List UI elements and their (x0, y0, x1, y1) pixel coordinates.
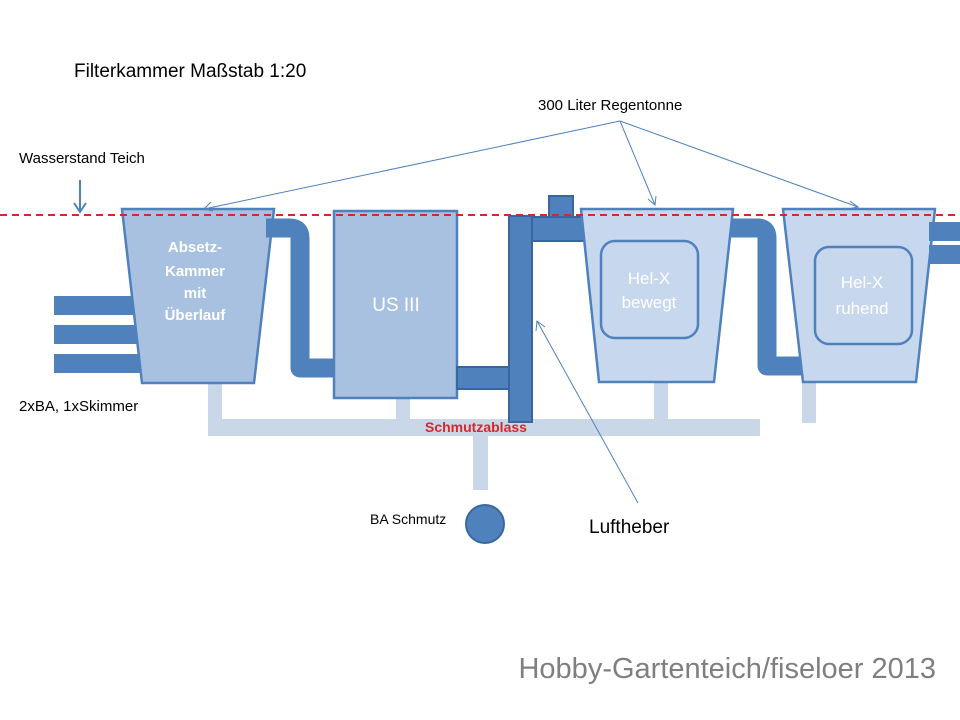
helx-resting-label: Hel-X ruhend (836, 273, 889, 318)
airlift-cap (548, 195, 574, 218)
water-level-arrow-icon (73, 180, 87, 214)
helx-resting-label-line-1: Hel-X (841, 273, 884, 292)
drain-riser-helx-resting (802, 382, 816, 423)
helx-moving-label-line-2: bewegt (622, 293, 677, 312)
helx-moving-label-line-1: Hel-X (628, 269, 671, 288)
helx-moving-media (599, 239, 700, 340)
drain-pipe-network (208, 382, 816, 490)
us3-label: US III (372, 295, 420, 316)
rain-barrel-label: 300 Liter Regentonne (538, 97, 682, 114)
pipe-us3-to-airlift (456, 366, 510, 390)
drain-riser-us3 (396, 398, 410, 423)
drain-main-pipe (208, 419, 760, 436)
settling-chamber (120, 207, 276, 385)
settling-label-line-4: Überlauf (165, 307, 227, 324)
settling-label-line-3: mit (184, 285, 207, 302)
inlets-label: 2xBA, 1xSkimmer (19, 398, 138, 415)
us3-chamber (332, 209, 459, 400)
helx-resting-label-line-2: ruhend (836, 299, 889, 318)
drain-down-pipe (473, 430, 488, 490)
drain-riser-helx-moving (654, 382, 668, 423)
settling-chamber-label: Absetz- Kammer mit Überlauf (165, 239, 227, 324)
helx-moving-label: Hel-X bewegt (622, 269, 677, 312)
ba-dirt-outlet-icon (465, 504, 505, 544)
inlet-pipe-3 (54, 354, 144, 373)
airlift-callout-line (535, 320, 639, 504)
credit-text: Hobby-Gartenteich/fiseloer 2013 (518, 653, 936, 685)
outlet-pipe-1 (929, 222, 960, 241)
inlet-pipe-1 (54, 296, 144, 315)
diagram-title: Filterkammer Maßstab 1:20 (74, 61, 306, 82)
helx-resting-media (813, 245, 914, 346)
settling-label-line-2: Kammer (165, 263, 225, 280)
airlift-label: Luftheber (589, 517, 670, 538)
ba-dirt-label: BA Schmutz (370, 511, 446, 527)
settling-label-line-1: Absetz- (168, 239, 222, 256)
rain-barrel-callout-lines (203, 120, 860, 212)
airlift-riser (508, 215, 533, 423)
pipe-helx-moving-to-resting (731, 218, 804, 376)
water-level-label: Wasserstand Teich (19, 150, 145, 167)
inlet-pipe-2 (54, 325, 144, 344)
inlet-pipes (54, 296, 144, 373)
dirt-drain-label: Schmutzablass (425, 419, 527, 435)
drain-riser-settling (208, 383, 222, 423)
outlet-pipe-2 (929, 245, 960, 264)
overflow-pipe-settling-us3 (266, 218, 334, 378)
